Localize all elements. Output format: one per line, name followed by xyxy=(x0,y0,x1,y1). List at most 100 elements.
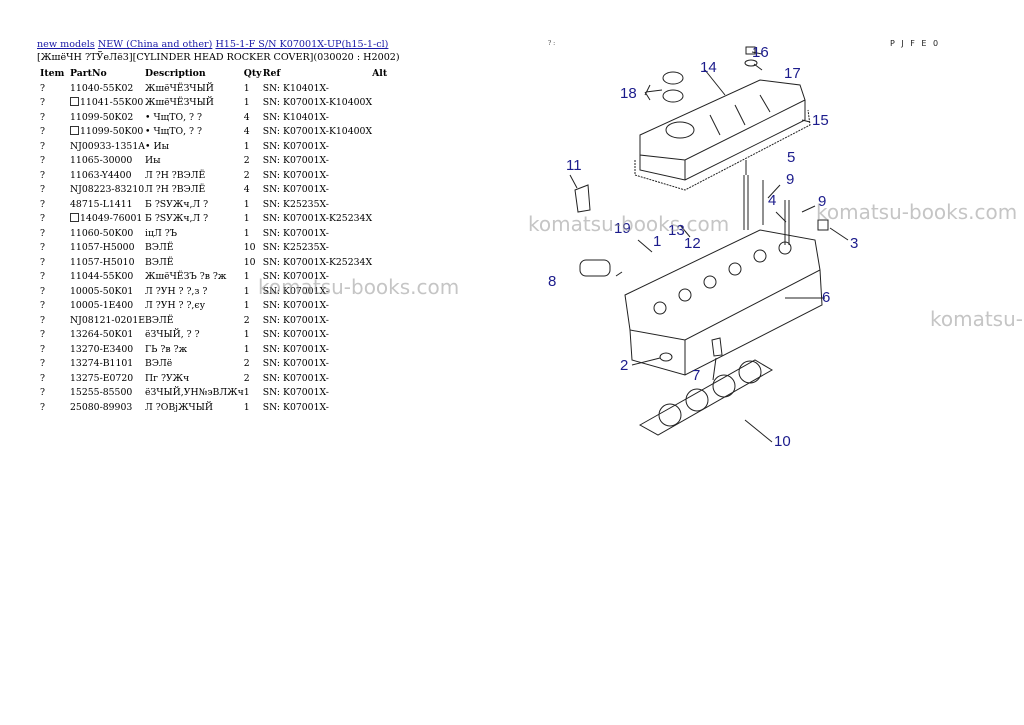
callout-number: 13 xyxy=(668,222,685,239)
cell-qty: 1 xyxy=(244,270,263,285)
cell-description: ЖшёЧЁЗЪ ?в ?ж xyxy=(145,270,244,285)
cell-part-no-text: 11060-50K00 xyxy=(70,227,134,239)
cell-part-no: 13275-E0720 xyxy=(70,371,145,386)
cell-part-no: 13264-50K01 xyxy=(70,328,145,343)
cell-ref-text: SN: K07001X- xyxy=(262,184,329,196)
cell-item-text: ? xyxy=(40,401,45,413)
cell-item: ? xyxy=(37,183,70,198)
cell-ref-text: SN: K07001X- xyxy=(262,401,329,413)
cell-ref: SN: K07001X- xyxy=(263,183,372,198)
cell-qty-text: 1 xyxy=(243,401,250,413)
cell-alt xyxy=(372,270,402,285)
cell-part-no-text: 25080-89903 xyxy=(70,401,133,413)
cell-item-text: ? xyxy=(40,242,45,254)
cell-description: Л ?Н ?ВЭЛЁ xyxy=(145,183,244,198)
cell-part-no-text: 15255-85500 xyxy=(70,387,133,399)
cell-qty-text: 1 xyxy=(243,198,250,210)
cell-qty: 1 xyxy=(244,342,263,357)
callout-number: 10 xyxy=(774,433,791,450)
cell-ref-text: SN: K25235X- xyxy=(262,242,329,254)
cell-part-no-text: 13270-E3400 xyxy=(70,343,134,355)
cell-alt xyxy=(372,110,402,125)
cell-qty: 2 xyxy=(244,357,263,372)
cell-part-no: 13274-B1101 xyxy=(70,357,145,372)
cell-part-no-text: 13275-E0720 xyxy=(70,372,134,384)
checkbox-icon xyxy=(70,213,79,223)
cell-description-text: ЖшёЧЁЗЧЫЙ xyxy=(145,97,214,109)
cell-description: Б ?SУЖч,Л ? xyxy=(145,197,244,212)
cell-part-no: 48715-L1411 xyxy=(70,197,145,212)
cell-part-no-text: 13264-50K01 xyxy=(70,329,134,341)
cell-ref: SN: K07001X- xyxy=(263,371,372,386)
callout-number: 16 xyxy=(752,44,769,61)
cell-item-text: ? xyxy=(40,82,45,94)
callout-number: 8 xyxy=(548,273,556,290)
col-alt: Alt xyxy=(372,68,388,79)
cell-qty: 4 xyxy=(244,125,263,140)
cell-item: ? xyxy=(37,400,70,415)
cell-ref: SN: K07001X- xyxy=(263,400,372,415)
cell-part-no: 11060-50K00 xyxy=(70,226,145,241)
cell-qty: 4 xyxy=(244,110,263,125)
cell-description: Иы xyxy=(145,154,244,169)
cell-ref: SN: K10401X- xyxy=(263,110,372,125)
cell-alt xyxy=(372,125,402,140)
cell-ref: SN: K07001X- xyxy=(263,313,372,328)
cell-alt xyxy=(372,328,402,343)
cell-part-no-text: 11044-55K00 xyxy=(70,271,134,283)
cell-part-no: 11065-30000 xyxy=(70,154,145,169)
col-item: Item xyxy=(40,68,65,79)
cell-item-text: ? xyxy=(40,372,45,384)
cell-description-text: Б ?SУЖч,Л ? xyxy=(145,213,209,225)
cell-part-no-text: 11041-55K00 xyxy=(80,97,144,109)
cell-item-text: ? xyxy=(40,358,45,370)
cell-ref-text: SN: K07001X- xyxy=(262,314,329,326)
cell-qty: 1 xyxy=(244,226,263,241)
cell-qty-text: 2 xyxy=(243,155,250,167)
cell-part-no-text: 11057-H5010 xyxy=(70,256,135,268)
cell-description-text: Пг ?УЖч xyxy=(145,372,190,384)
cell-description: іцЛ ?Ъ xyxy=(145,226,244,241)
cell-description: Л ?УН ? ?,з ? xyxy=(145,284,244,299)
cell-item: ? xyxy=(37,226,70,241)
cell-item: ? xyxy=(37,139,70,154)
header-code: P J F E 0 xyxy=(890,39,941,48)
cell-part-no-text: NJ00933-1351A xyxy=(70,140,145,152)
cell-part-no-text: 13274-B1101 xyxy=(70,358,134,370)
cell-item-text: ? xyxy=(40,155,45,167)
cell-alt xyxy=(372,299,402,314)
cell-alt xyxy=(372,154,402,169)
cell-ref-text: SN: K07001X- xyxy=(262,285,329,297)
cell-description-text: ВЭЛЁ xyxy=(145,256,174,268)
cell-qty-text: 1 xyxy=(243,329,250,341)
cell-part-no-text: 11099-50K00 xyxy=(80,126,144,138)
breadcrumb-link-new-china[interactable]: NEW (China and other) xyxy=(97,39,213,50)
cell-part-no: 10005-50K01 xyxy=(70,284,145,299)
cell-alt xyxy=(372,313,402,328)
cell-alt xyxy=(372,212,402,227)
head-gasket-shape xyxy=(638,359,773,436)
breadcrumb-link-new-models[interactable]: new models xyxy=(37,39,95,50)
cell-ref-text: SN: K07001X- xyxy=(262,227,329,239)
cell-description-text: • ЧщТО, ? ? xyxy=(145,126,202,138)
cell-description-text: іцЛ ?Ъ xyxy=(145,227,178,239)
cell-alt xyxy=(372,371,402,386)
cell-description-text: ёЗЧЫЙ,УН№эВЛЖч xyxy=(145,387,244,399)
cell-description-text: Л ?УН ? ?,єу xyxy=(145,300,206,312)
cell-part-no-text: 48715-L1411 xyxy=(70,198,133,210)
cell-alt xyxy=(372,357,402,372)
cell-description: Л ?УН ? ?,єу xyxy=(145,299,244,314)
cell-alt xyxy=(372,81,402,96)
cell-item: ? xyxy=(37,168,70,183)
cell-item-text: ? xyxy=(40,97,45,109)
cell-qty-text: 2 xyxy=(243,314,250,326)
breadcrumb-link-model[interactable]: H15-1-F S/N K07001X-UP(h15-1-cl) xyxy=(215,39,389,50)
cell-description-text: ЖшёЧЁЗЪ ?в ?ж xyxy=(145,271,227,283)
cell-qty: 2 xyxy=(244,168,263,183)
cell-qty: 1 xyxy=(244,96,263,111)
